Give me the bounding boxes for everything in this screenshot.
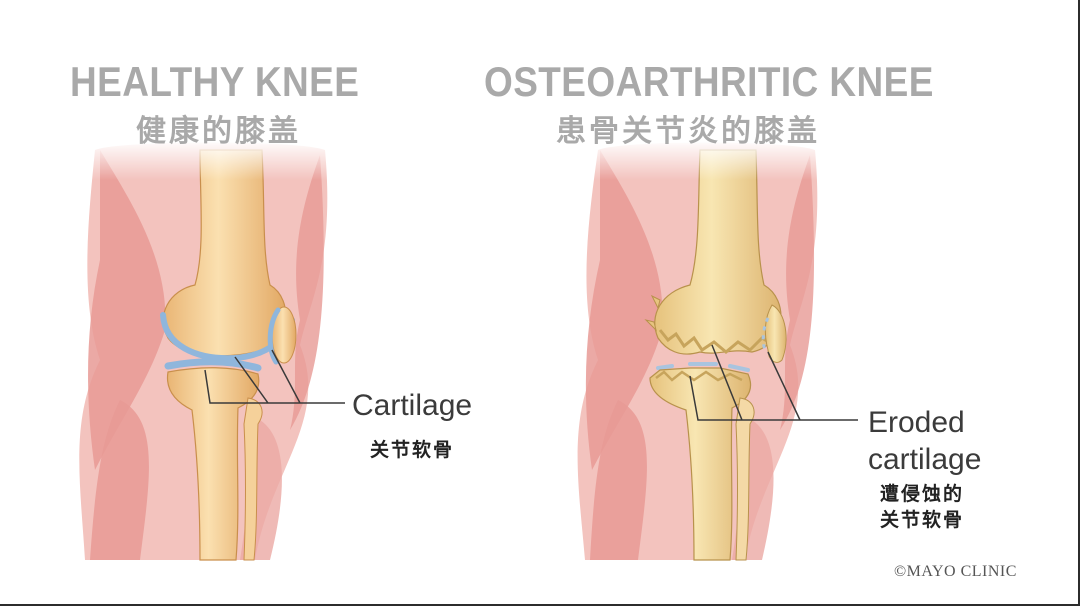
eroded-cartilage-label-line1: Eroded [868,406,965,439]
osteoarthritic-knee-illustration [560,140,860,561]
healthy-tibia [166,367,260,561]
healthy-muscle-right [290,155,324,430]
healthy-tibia-cartilage [164,358,262,372]
healthy-knee-illustration [60,140,360,561]
cartilage-label: Cartilage [352,389,473,422]
healthy-muscle-lower [90,400,149,560]
osteoarthritic-knee-title-chinese: 患骨关节炎的膝盖 [556,115,820,148]
healthy-knee-title: HEALTHY KNEE [70,58,360,105]
eroded-cartilage-label-chinese-line1: 遭侵蚀的 [880,484,965,505]
copyright-notice: ©MAYO CLINIC [894,563,1017,580]
oa-tibia-cartilage-remnant [656,362,750,372]
oa-muscle-lower [590,400,647,560]
oa-muscle-right [780,155,815,430]
healthy-knee-title-chinese: 健康的膝盖 [136,115,301,148]
eroded-cartilage-label-line2: cartilage [868,443,982,476]
eroded-cartilage-label-chinese-line2: 关节软骨 [880,510,965,531]
oa-pointer-line [689,344,858,421]
oa-femur [654,149,782,355]
healthy-patella-cartilage [267,307,281,365]
healthy-pointer-line [204,349,345,404]
oa-tibia [649,367,752,561]
oa-muscle-left [585,150,663,470]
cartilage-label-chinese: 关节软骨 [370,440,455,461]
healthy-muscle-left [88,150,166,470]
oa-tibia-rough-surface [655,370,743,382]
oa-bone-spur-left [644,294,661,332]
osteoarthritic-knee-title: OSTEOARTHRITIC KNEE [484,58,934,105]
healthy-fibula [243,397,263,561]
oa-patella-cartilage-remnant [761,317,770,353]
oa-fibula [735,397,755,561]
